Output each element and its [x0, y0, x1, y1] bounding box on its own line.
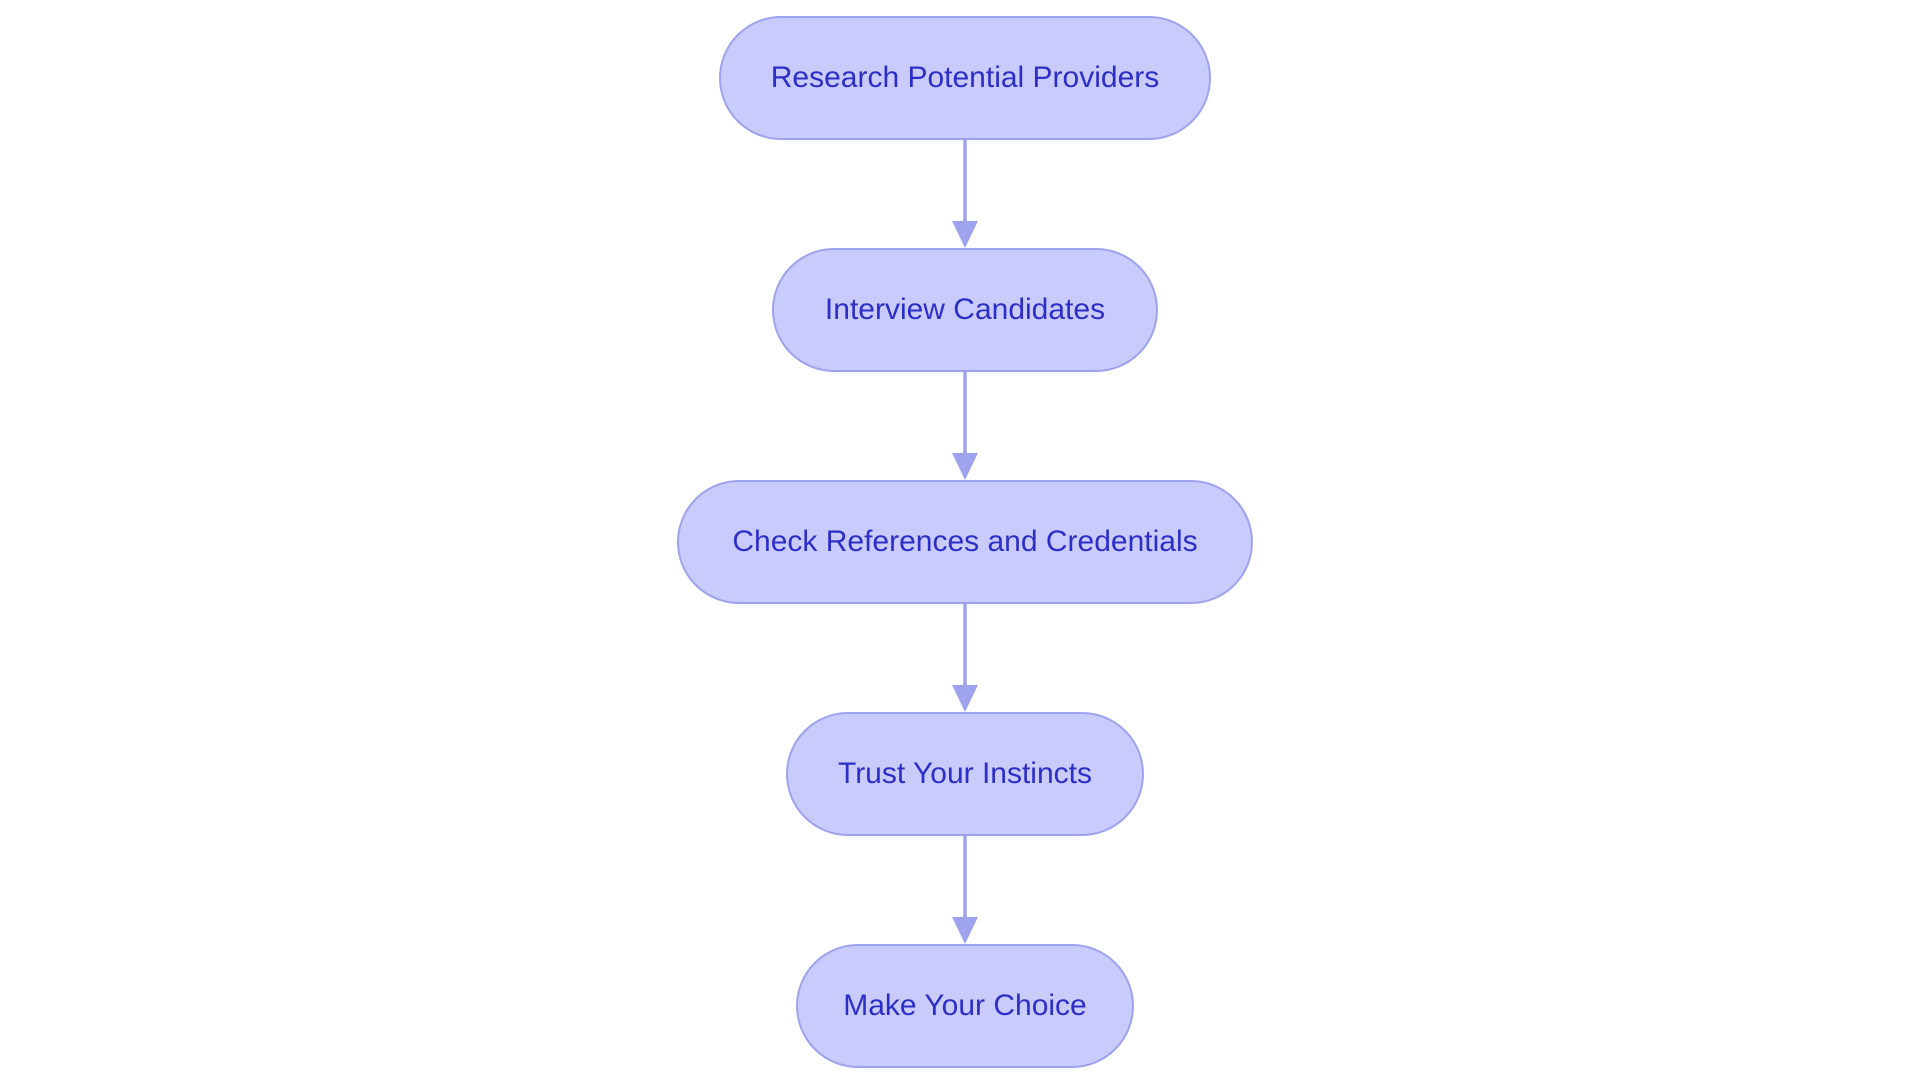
arrowhead-icon	[952, 453, 978, 480]
node-make-your-choice[interactable]: Make Your Choice	[796, 944, 1134, 1068]
node-label: Trust Your Instincts	[837, 757, 1092, 790]
edge-arrow	[952, 372, 978, 480]
arrowhead-icon	[952, 917, 978, 944]
node-label: Interview Candidates	[824, 293, 1106, 326]
node-research-potential-providers[interactable]: Research Potential Providers	[719, 16, 1211, 140]
edge-arrow	[952, 140, 978, 248]
node-check-references-and-credentials[interactable]: Check References and Credentials	[677, 480, 1253, 604]
node-trust-your-instincts[interactable]: Trust Your Instincts	[786, 712, 1144, 836]
edges-layer	[952, 140, 978, 944]
arrowhead-icon	[952, 221, 978, 248]
node-interview-candidates[interactable]: Interview Candidates	[772, 248, 1158, 372]
node-label: Check References and Credentials	[732, 525, 1198, 558]
edge-arrow	[952, 604, 978, 712]
edge-arrow	[952, 836, 978, 944]
node-label: Make Your Choice	[843, 989, 1087, 1022]
node-label: Research Potential Providers	[770, 61, 1160, 94]
arrowhead-icon	[952, 685, 978, 712]
